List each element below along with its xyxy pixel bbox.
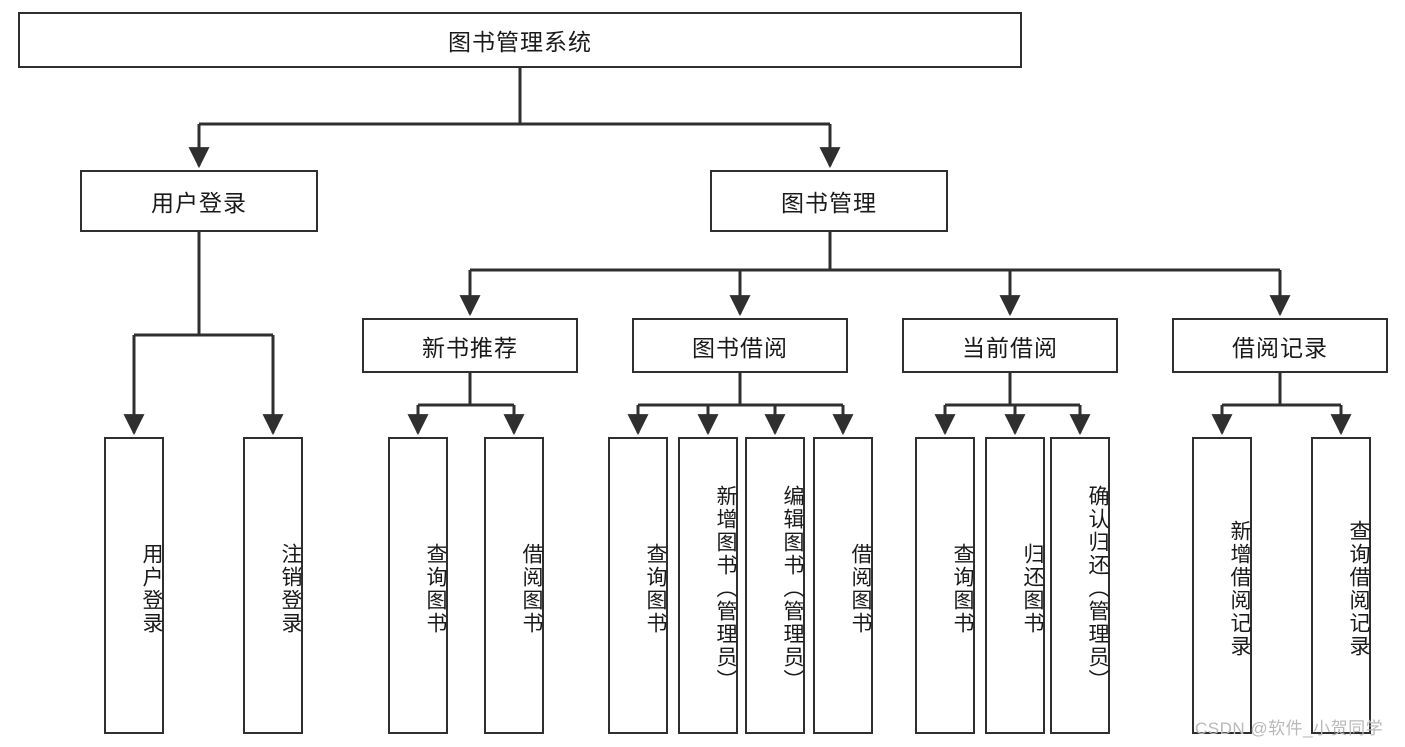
node-user-login[interactable]: 用户登录 <box>80 170 318 232</box>
node-leaf-return-book[interactable]: 归还图书 <box>985 437 1045 734</box>
node-leaf-user-login[interactable]: 用户登录 <box>104 437 164 734</box>
node-leaf-query-record[interactable]: 查询借阅记录 <box>1311 437 1371 734</box>
node-current-borrow[interactable]: 当前借阅 <box>902 318 1118 373</box>
node-leaf-user-logout[interactable]: 注销登录 <box>243 437 303 734</box>
csdn-watermark: CSDN @软件_小贺同学 <box>1195 719 1384 738</box>
node-leaf-confirm-return[interactable]: 确认归还（管理员） <box>1050 437 1110 734</box>
node-new-book-recommend[interactable]: 新书推荐 <box>362 318 578 373</box>
node-book-manage[interactable]: 图书管理 <box>710 170 948 232</box>
node-book-borrow[interactable]: 图书借阅 <box>632 318 848 373</box>
node-leaf-add-record[interactable]: 新增借阅记录 <box>1192 437 1252 734</box>
node-leaf-query-book-2[interactable]: 查询图书 <box>608 437 668 734</box>
node-leaf-borrow-book-2[interactable]: 借阅图书 <box>813 437 873 734</box>
node-leaf-query-book-3[interactable]: 查询图书 <box>915 437 975 734</box>
node-leaf-query-book-1[interactable]: 查询图书 <box>388 437 448 734</box>
node-leaf-add-book[interactable]: 新增图书（管理员） <box>678 437 738 734</box>
node-root[interactable]: 图书管理系统 <box>18 12 1022 68</box>
node-borrow-record[interactable]: 借阅记录 <box>1172 318 1388 373</box>
node-leaf-edit-book[interactable]: 编辑图书（管理员） <box>745 437 805 734</box>
node-leaf-borrow-book-1[interactable]: 借阅图书 <box>484 437 544 734</box>
